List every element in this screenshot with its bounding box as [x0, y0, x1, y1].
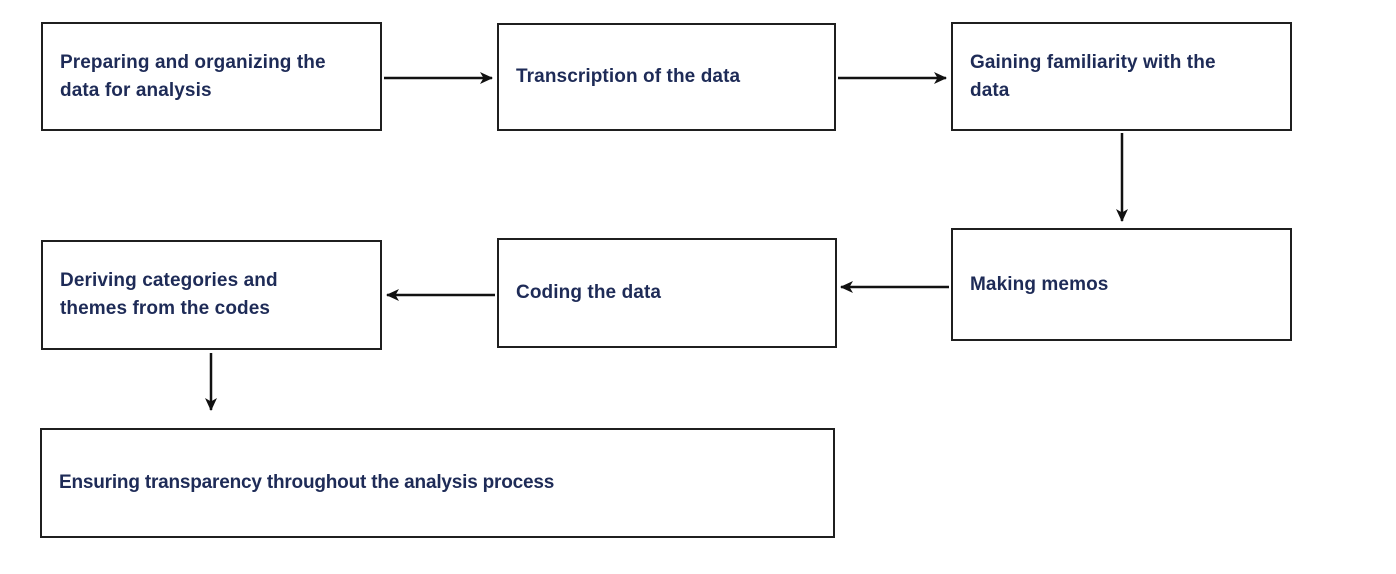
node-coding-data: Coding the data	[497, 238, 837, 348]
node-label: Ensuring transparency throughout the ana…	[59, 472, 555, 493]
node-transcription: Transcription of the data	[497, 23, 836, 131]
node-label: Coding the data	[516, 282, 662, 303]
node-ensuring-transparency: Ensuring transparency throughout the ana…	[40, 428, 835, 538]
node-preparing-data: Preparing and organizing the data for an…	[41, 22, 382, 131]
node-gaining-familiarity: Gaining familiarity with the data	[951, 22, 1292, 131]
node-label: Transcription of the data	[516, 66, 741, 87]
node-making-memos: Making memos	[951, 228, 1292, 341]
node-deriving-categories: Deriving categories and themes from the …	[41, 240, 382, 350]
node-label: Gaining familiarity with the data	[970, 51, 1216, 101]
node-label: Preparing and organizing the data for an…	[60, 51, 326, 101]
node-label: Making memos	[970, 273, 1109, 295]
node-label: Deriving categories and themes from the …	[60, 270, 278, 319]
